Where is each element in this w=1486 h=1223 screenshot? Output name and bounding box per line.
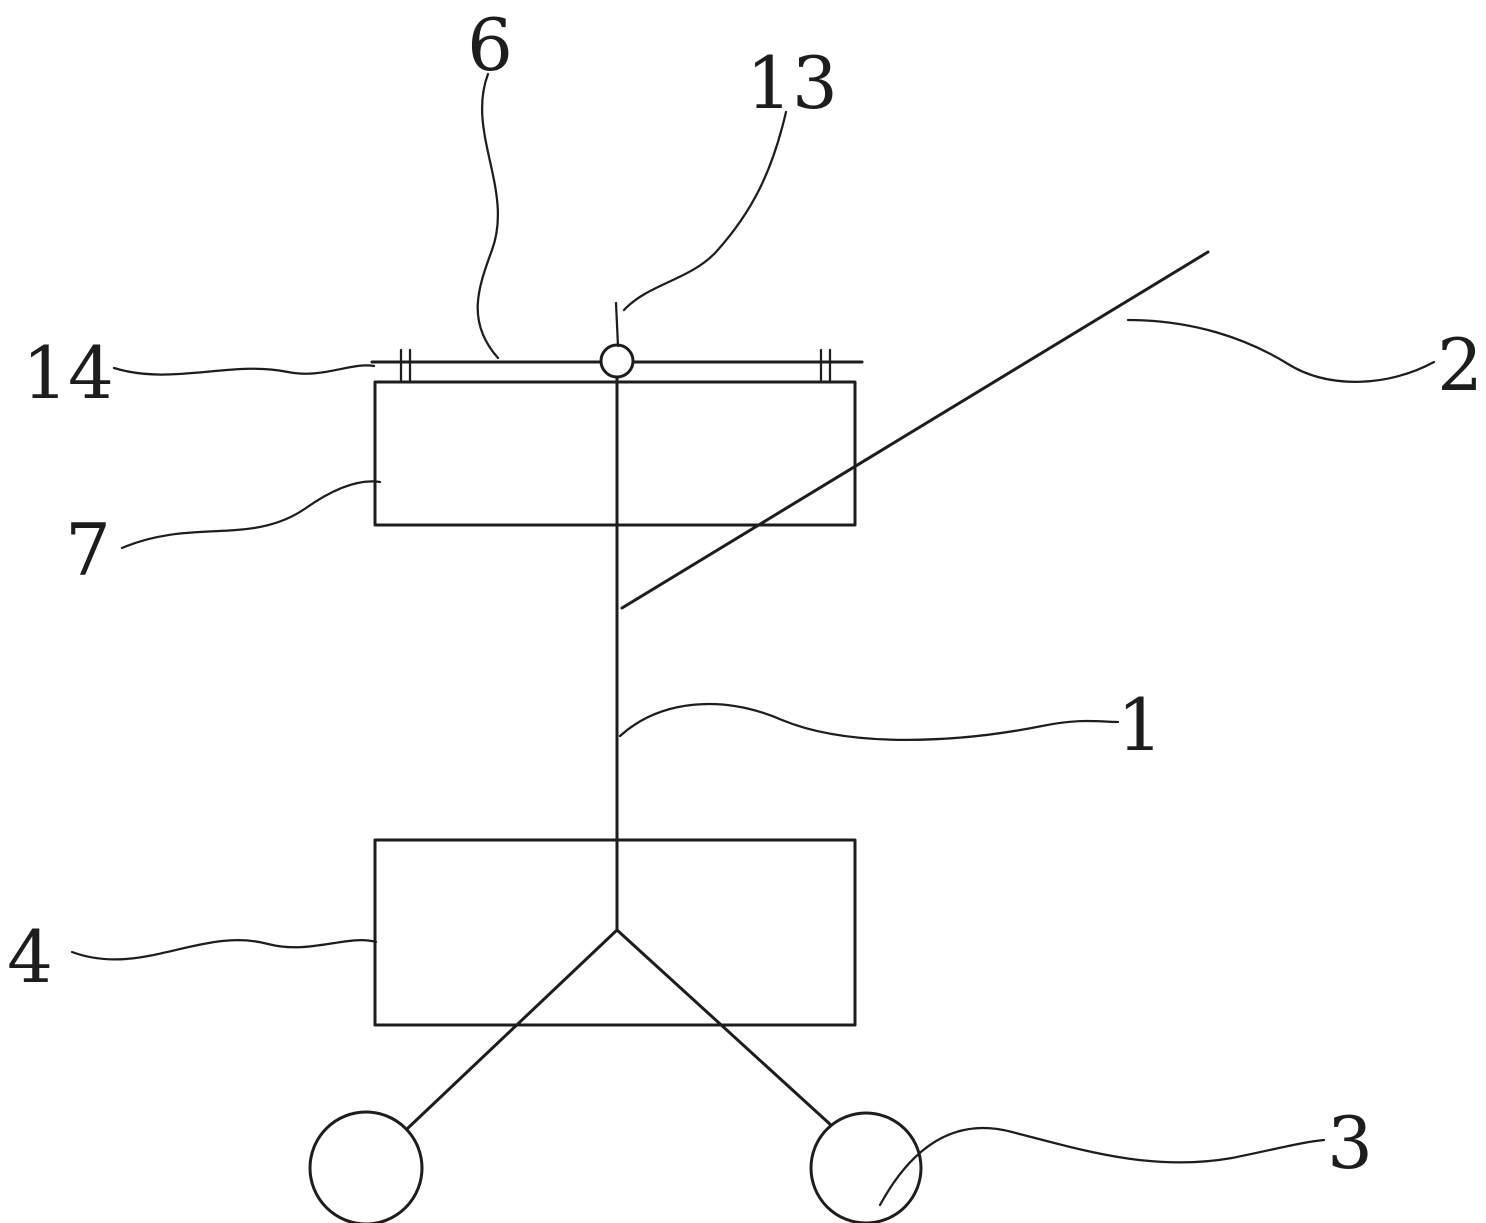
label-14: 14 [22, 331, 114, 415]
leader-line-13 [622, 110, 788, 312]
leader-line-4 [70, 939, 378, 961]
leader-line-6 [476, 72, 500, 360]
leader-line-3 [878, 1126, 1326, 1207]
leader-line-14 [112, 364, 376, 376]
label-1: 1 [1117, 683, 1163, 767]
lower-base-box [373, 838, 857, 1027]
leg-left [406, 928, 619, 1130]
pivot-stub [614, 301, 620, 348]
label-13: 13 [746, 41, 838, 125]
pivot-circle [599, 343, 635, 379]
label-2: 2 [1437, 323, 1483, 407]
diagonal-member [620, 250, 1210, 610]
upper-housing-box [373, 380, 857, 527]
wheel-right [809, 1111, 923, 1223]
label-3: 3 [1327, 1101, 1373, 1185]
label-4: 4 [7, 915, 53, 999]
wheel-left [308, 1110, 424, 1223]
leader-line-1 [618, 702, 1120, 741]
leader-line-2 [1126, 318, 1436, 383]
leader-line-7 [120, 480, 382, 550]
label-7: 7 [65, 508, 111, 592]
leg-right [615, 928, 834, 1128]
label-6: 6 [467, 3, 513, 87]
